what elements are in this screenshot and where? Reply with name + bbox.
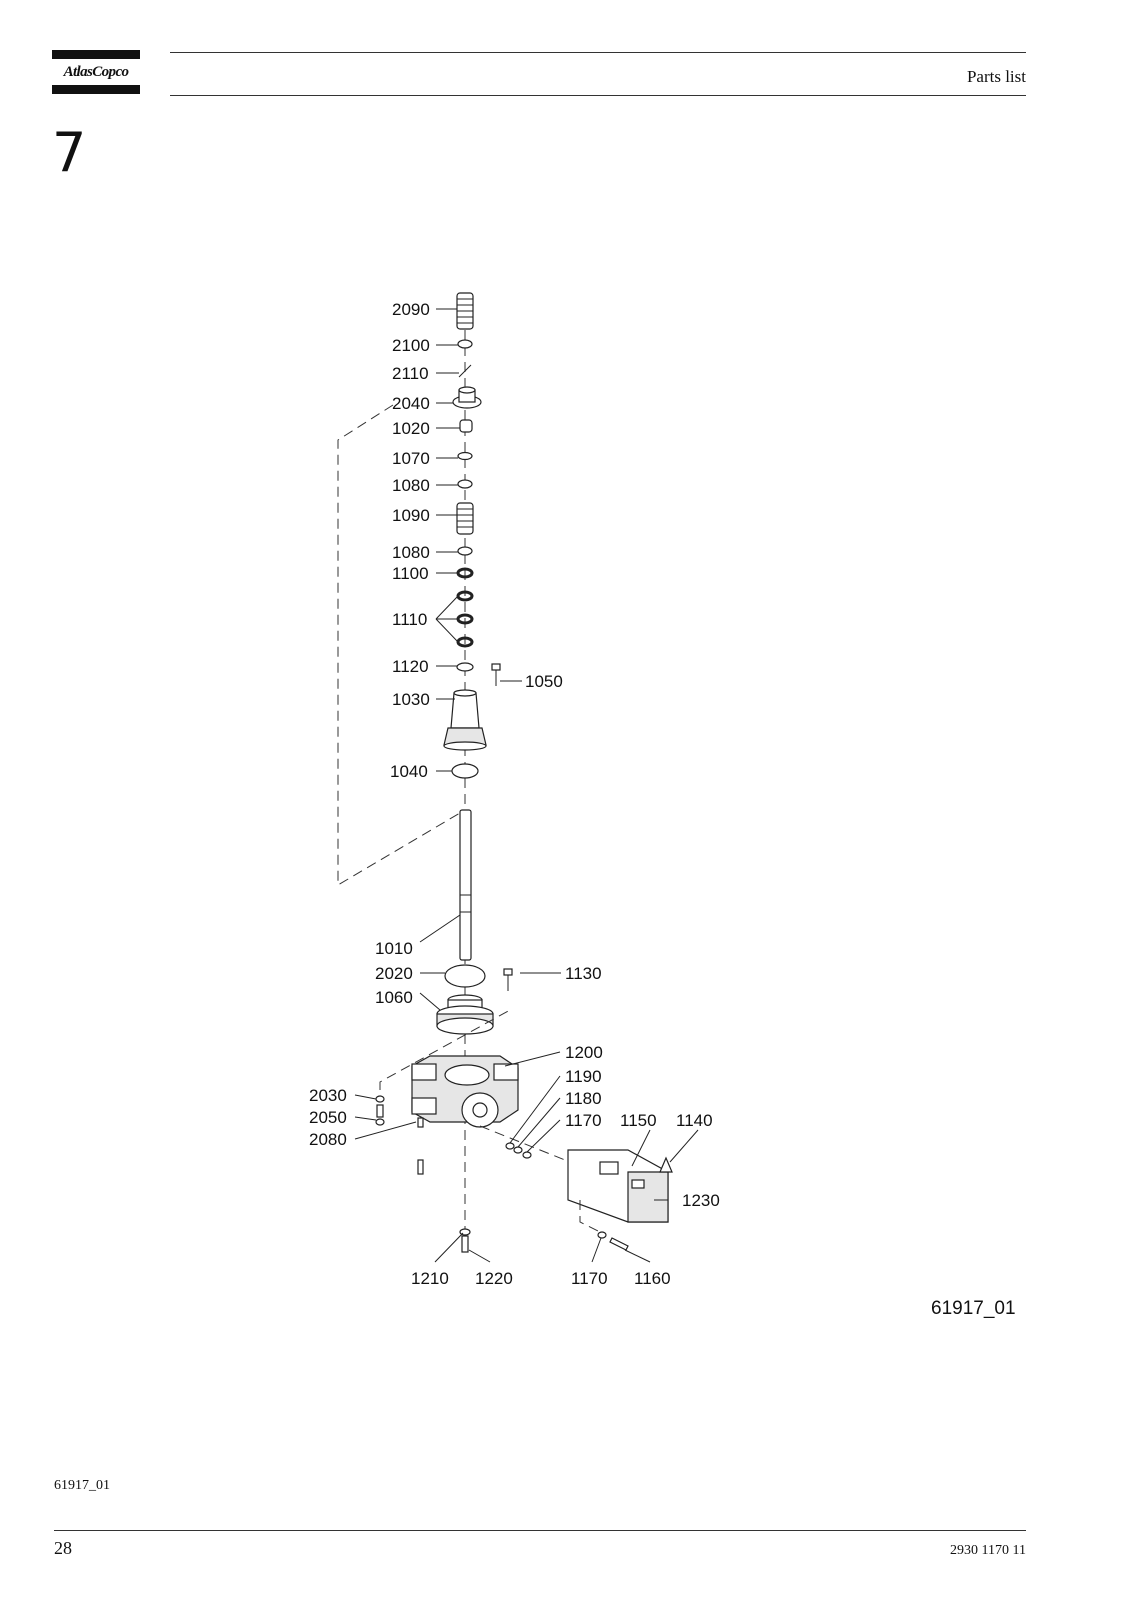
washer-1180	[513, 1146, 523, 1154]
figure-id: 61917_01	[931, 1298, 1016, 1319]
callout-1220: 1220	[475, 1269, 513, 1288]
callout-2020: 2020	[375, 964, 413, 983]
assembly-relation-line	[337, 404, 466, 886]
screw-2050	[375, 1104, 385, 1126]
callout-1140: 1140	[676, 1111, 713, 1130]
callout-1010: 1010	[375, 939, 413, 958]
spring-1090	[456, 502, 474, 535]
ring-1080-lower	[457, 546, 473, 556]
oring-2020	[444, 964, 486, 988]
footer-rule	[54, 1530, 1026, 1531]
callout-1130: 1130	[565, 964, 602, 983]
bushing-1020	[459, 419, 473, 433]
callout-1080-lower: 1080	[392, 543, 430, 562]
callout-1110: 1110	[392, 610, 427, 629]
callout-2040: 2040	[392, 394, 430, 413]
footer-figure-ref: 61917_01	[54, 1478, 110, 1493]
callout-1020: 1020	[392, 419, 430, 438]
motor-1150	[567, 1149, 669, 1223]
callout-2030: 2030	[309, 1086, 347, 1105]
link-line-2030	[379, 1009, 511, 1090]
callout-1120: 1120	[392, 657, 429, 676]
callout-1050: 1050	[525, 672, 563, 691]
callout-1150: 1150	[620, 1111, 657, 1130]
callout-2050: 2050	[309, 1108, 347, 1127]
callout-1080-upper: 1080	[392, 476, 430, 495]
callout-2080: 2080	[309, 1130, 347, 1149]
ring-2100	[457, 339, 473, 349]
pin-2110	[458, 364, 472, 378]
callout-1160: 1160	[634, 1269, 671, 1288]
callout-1180: 1180	[565, 1089, 602, 1108]
spring-2090	[456, 292, 474, 330]
callout-1040: 1040	[390, 762, 428, 781]
motor-lower-link-line	[579, 1200, 601, 1233]
atlas-copco-logo: AtlasCopco	[52, 50, 140, 94]
cap-2040	[452, 386, 482, 409]
gearbox-body-1200	[411, 1055, 519, 1128]
clip-1070	[457, 451, 473, 461]
callout-1200: 1200	[565, 1043, 603, 1062]
sensor-2080	[417, 1117, 424, 1175]
ring-1080-upper	[457, 479, 473, 489]
warning-label-1140	[659, 1156, 673, 1173]
callout-1190: 1190	[565, 1067, 602, 1086]
leader-lines	[354, 308, 699, 1263]
flange-1060	[436, 994, 494, 1035]
logo-top-bar	[52, 50, 140, 59]
screw-1160	[609, 1237, 629, 1251]
logo-text: AtlasCopco	[63, 64, 129, 80]
washer-1190	[505, 1142, 515, 1150]
callout-1070: 1070	[392, 449, 430, 468]
callout-1170-lower: 1170	[571, 1269, 608, 1288]
callout-1100: 1100	[392, 564, 429, 583]
screw-1050	[491, 663, 501, 686]
page-number: 28	[54, 1538, 72, 1558]
callout-1060: 1060	[375, 988, 413, 1007]
callout-2100: 2100	[392, 336, 430, 355]
callout-labels: 2090 2100 2110 2040 1020 1070 1080 1090 …	[309, 300, 720, 1288]
callout-1090: 1090	[392, 506, 430, 525]
callout-1170-upper: 1170	[565, 1111, 602, 1130]
header-rule-top	[170, 52, 1026, 53]
screw-1130	[503, 968, 513, 991]
callout-1030: 1030	[392, 690, 430, 709]
callout-2090: 2090	[392, 300, 430, 319]
screw-1220	[461, 1235, 469, 1253]
washer-2030	[375, 1095, 385, 1103]
housing-1030	[443, 689, 487, 751]
callout-1210: 1210	[411, 1269, 449, 1288]
oring-1040	[451, 763, 479, 779]
logo-bottom-bar	[52, 85, 140, 94]
document-number: 2930 1170 11	[950, 1543, 1026, 1558]
header-title: Parts list	[966, 67, 1026, 86]
header-rule-bottom	[170, 95, 1026, 96]
section-number: 7	[52, 121, 87, 184]
shaft-1010	[459, 809, 472, 961]
callout-2110: 2110	[392, 364, 429, 383]
ring-1120	[456, 662, 474, 672]
callout-1230: 1230	[682, 1191, 720, 1210]
washer-1170-lower	[597, 1231, 607, 1239]
washer-1170-upper	[522, 1151, 532, 1159]
